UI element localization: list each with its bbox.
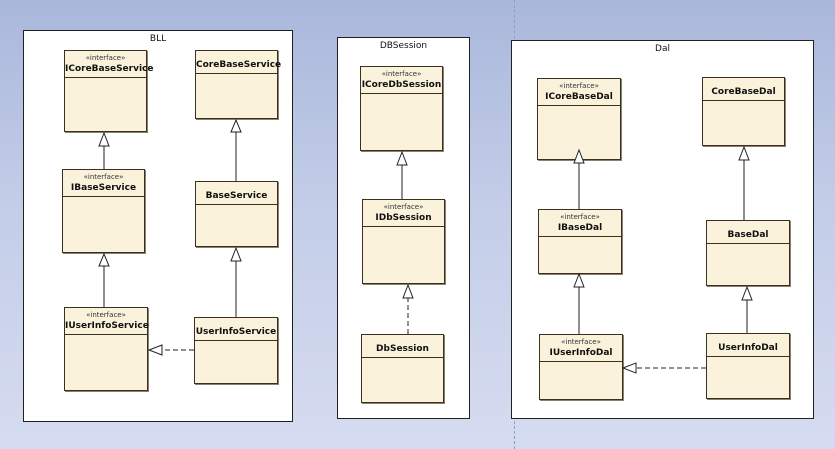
class-dbsession[interactable]: DbSession	[361, 334, 444, 403]
package-title: DBSession	[379, 41, 428, 51]
class-icorebaseservice[interactable]: «interface» ICoreBaseService	[64, 50, 154, 132]
class-name: ICoreDbSession	[361, 80, 442, 90]
class-stereotype: «interface»	[559, 82, 599, 90]
class-corebasedal[interactable]: CoreBaseDal	[702, 77, 785, 146]
class-ibaseservice[interactable]: «interface» IBaseService	[62, 169, 145, 253]
class-basedal[interactable]: BaseDal	[706, 220, 790, 286]
class-userinfoservice[interactable]: UserInfoService	[194, 317, 278, 384]
class-name: ICoreBaseDal	[545, 92, 613, 102]
class-icorebasedal[interactable]: «interface» ICoreBaseDal	[537, 78, 621, 160]
class-stereotype: «interface»	[83, 173, 124, 181]
class-name: IUserInfoService	[65, 321, 149, 331]
class-stereotype: «interface»	[560, 213, 600, 221]
class-userinfodal[interactable]: UserInfoDal	[706, 333, 790, 399]
class-name: BaseService	[205, 191, 268, 201]
class-name: UserInfoService	[195, 327, 277, 337]
class-stereotype: «interface»	[85, 54, 126, 62]
class-iuserinfodal[interactable]: «interface» IUserInfoDal	[539, 334, 623, 400]
class-stereotype: «interface»	[561, 338, 601, 346]
class-baseservice[interactable]: BaseService	[195, 181, 278, 247]
class-corebaseservice[interactable]: CoreBaseService	[195, 50, 282, 119]
package-title: BLL	[149, 34, 167, 44]
class-iuserinfoservice[interactable]: «interface» IUserInfoService	[64, 307, 149, 391]
class-name: IBaseService	[70, 183, 137, 193]
class-name: ICoreBaseService	[65, 64, 154, 74]
class-name: UserInfoDal	[718, 343, 778, 353]
class-ibasedal[interactable]: «interface» IBaseDal	[538, 209, 622, 274]
class-stereotype: «interface»	[86, 311, 126, 319]
class-name: DbSession	[376, 344, 429, 354]
class-name: IDbSession	[375, 213, 432, 223]
class-name: IUserInfoDal	[549, 348, 613, 358]
class-name: CoreBaseService	[196, 60, 282, 70]
class-idbsession[interactable]: «interface» IDbSession	[362, 199, 445, 284]
class-icoredbsession[interactable]: «interface» ICoreDbSession	[360, 66, 443, 151]
class-stereotype: «interface»	[381, 70, 422, 78]
class-name: BaseDal	[727, 230, 769, 240]
class-stereotype: «interface»	[383, 203, 424, 211]
package-title: Dal	[655, 44, 670, 54]
class-name: IBaseDal	[557, 223, 603, 233]
class-name: CoreBaseDal	[711, 87, 776, 97]
